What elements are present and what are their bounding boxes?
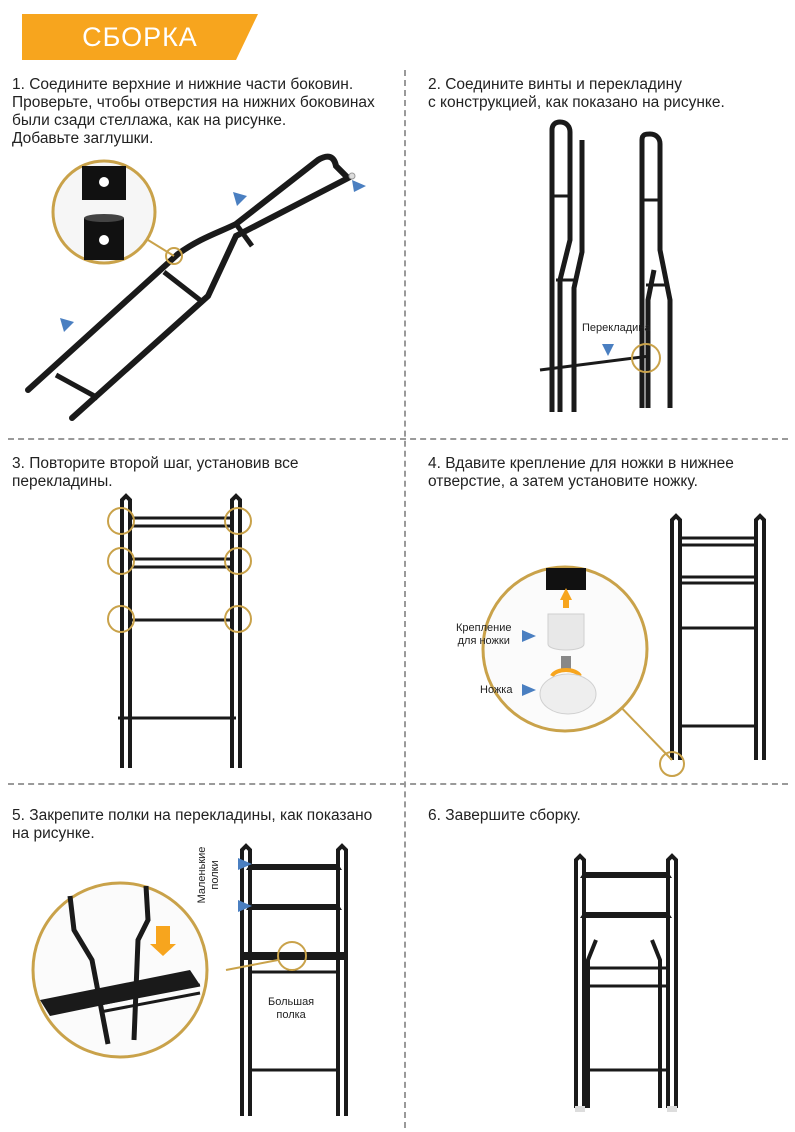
foot-label: Ножка bbox=[480, 684, 513, 696]
side-frames bbox=[549, 119, 673, 412]
step-1-text: 1. Соедините верхние и нижние части боко… bbox=[12, 76, 375, 147]
tube-upper bbox=[82, 166, 126, 200]
up-arrow-icon bbox=[560, 588, 572, 608]
zoom-shelf bbox=[40, 970, 200, 1016]
foot-highlight bbox=[659, 751, 685, 777]
foot-pad bbox=[539, 673, 597, 715]
step-4-text: 4. Вдавите крепление для ножки в нижнее … bbox=[428, 455, 734, 490]
zoom-leader bbox=[225, 959, 279, 971]
zoom-circle bbox=[481, 565, 649, 733]
screw bbox=[561, 656, 571, 672]
frame-uprights bbox=[574, 853, 678, 1108]
banner-shape bbox=[22, 14, 258, 60]
shelves bbox=[580, 872, 672, 918]
step-6-text: 6. Завершите сборку. bbox=[428, 807, 581, 824]
frame-uprights bbox=[240, 843, 348, 1116]
frame-crossbars bbox=[680, 536, 756, 728]
mount-label: Крепление для ножки bbox=[456, 622, 512, 647]
step-3-text: 3. Повторите второй шаг, установив все п… bbox=[12, 455, 299, 490]
divider-row-1 bbox=[8, 438, 788, 440]
vertical-divider bbox=[404, 70, 406, 1128]
joint-circles bbox=[107, 507, 252, 633]
joint-highlight bbox=[165, 247, 183, 265]
step-5-text: 5. Закрепите полки на перекладины, как п… bbox=[12, 807, 373, 842]
step-5-arrows bbox=[238, 858, 252, 912]
short-rungs bbox=[552, 194, 666, 287]
title-banner: СБОРКА bbox=[22, 14, 258, 60]
frame-crossbars bbox=[584, 966, 668, 1072]
zoom-circle bbox=[51, 159, 157, 265]
zoom-leader bbox=[613, 699, 673, 761]
crossbar-arrow bbox=[602, 344, 614, 356]
frame-uprights bbox=[120, 493, 242, 768]
crossbar-label: Перекладина bbox=[582, 322, 651, 334]
side-rails-diagonal bbox=[25, 153, 355, 421]
zoom-leader bbox=[147, 239, 175, 257]
step-1-arrows bbox=[60, 180, 366, 332]
step-4-arrows bbox=[522, 630, 536, 696]
step-2-text: 2. Соедините винты и перекладину с конст… bbox=[428, 76, 725, 111]
zoom-circle bbox=[31, 881, 209, 1059]
shelves bbox=[242, 864, 346, 960]
feet bbox=[575, 1106, 677, 1112]
large-shelf-label: Большая полка bbox=[268, 996, 315, 1021]
screw-highlight bbox=[631, 343, 661, 373]
rotate-arrow-icon bbox=[550, 668, 582, 678]
tube-end bbox=[546, 568, 586, 590]
shelf-highlight bbox=[277, 941, 307, 971]
frame-uprights bbox=[670, 513, 766, 760]
small-shelves-label: Маленькие полки bbox=[196, 846, 221, 904]
rail-crossbars bbox=[54, 222, 255, 401]
tube-lower bbox=[84, 218, 124, 260]
down-arrow-icon bbox=[150, 926, 176, 956]
crossbar-piece bbox=[539, 354, 651, 372]
frame-crossbars bbox=[118, 516, 236, 720]
divider-row-2 bbox=[8, 783, 788, 785]
foot-mount bbox=[547, 613, 585, 651]
page-title: СБОРКА bbox=[82, 22, 198, 52]
zoom-frame bbox=[67, 885, 151, 1045]
